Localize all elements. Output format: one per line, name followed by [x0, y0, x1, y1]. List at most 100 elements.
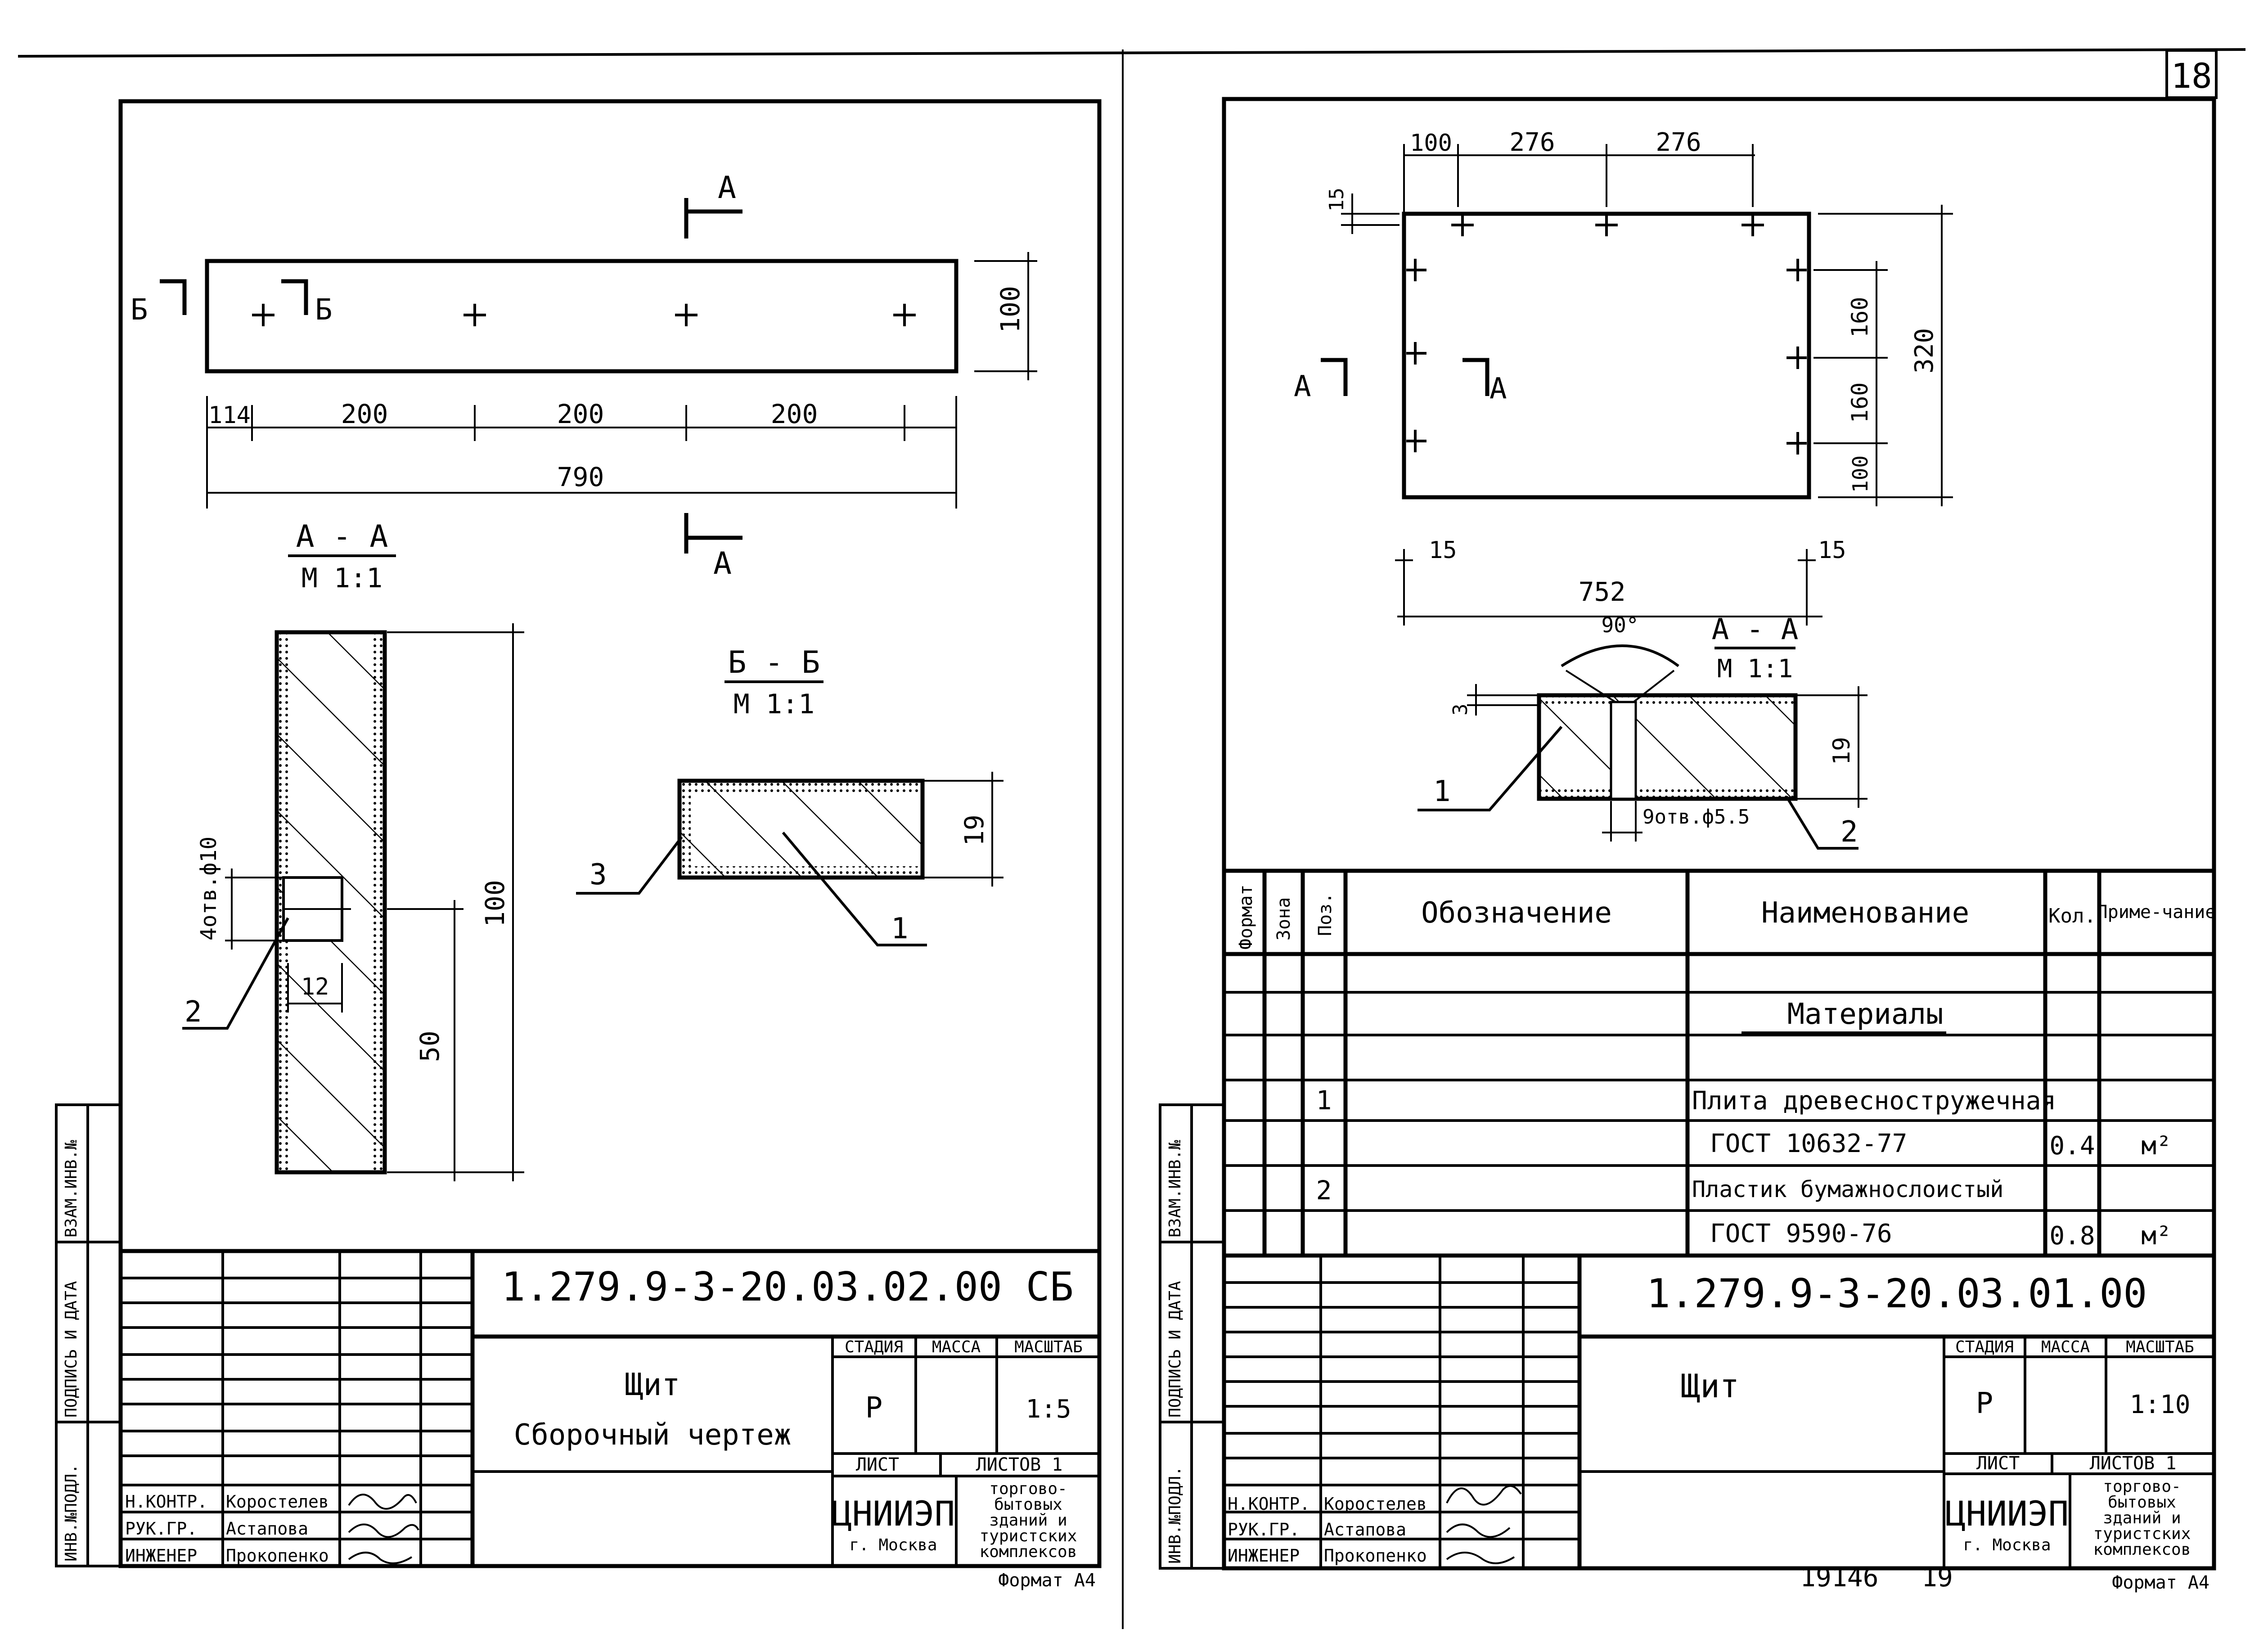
bottom-note-b: 19	[1922, 1562, 1953, 1593]
left-dept-4: туристских	[980, 1527, 1077, 1545]
right-dim-15l: 15	[1429, 537, 1457, 564]
right-dim-15: 15	[1325, 188, 1348, 212]
spec-hdr-qty: Кол.	[2048, 905, 2096, 927]
bottom-note-a: 19146	[1800, 1562, 1879, 1593]
spec-hdr-designation: Обозначение	[1421, 896, 1612, 930]
right-hdr-stage: СТАДИЯ	[1955, 1338, 2014, 1356]
right-aa-angle: 90°	[1601, 613, 1638, 637]
right-dept-1: торгово-	[2103, 1477, 2181, 1496]
left-name-person-1: Коростелев	[226, 1492, 329, 1512]
left-plan-view: A A Б Б 114 200 200 2	[130, 170, 1037, 581]
right-scale: 1:10	[2130, 1390, 2191, 1419]
spec-row2-note: м²	[2141, 1131, 2171, 1161]
spec-row3-pos: 2	[1316, 1175, 1332, 1206]
right-org: ЦНИИЭП	[1945, 1494, 2069, 1534]
right-plan-view: A A 100 276 276 15	[1294, 128, 1953, 626]
spec-hdr-format: Формат	[1236, 885, 1256, 950]
left-name-person-3: Прокопенко	[226, 1546, 329, 1566]
left-city: г. Москва	[849, 1536, 937, 1554]
spec-hdr-note: Приме-чание	[2097, 902, 2216, 923]
left-hdr-mass: МАССА	[932, 1338, 981, 1356]
spec-row2-qty: 0.4	[2049, 1131, 2095, 1161]
left-role-3: ИНЖЕНЕР	[125, 1546, 197, 1566]
left-stage: Р	[865, 1391, 883, 1425]
left-format: Формат А4	[998, 1570, 1096, 1591]
left-sheets-label: ЛИСТОВ 1	[976, 1454, 1063, 1475]
svg-text:M 1:1: M 1:1	[302, 563, 383, 594]
left-sheet: ИНВ.№ПОДЛ. ПОДПИСЬ И ДАТА ВЗАМ.ИНВ.№ A A…	[55, 99, 1102, 1591]
left-dept-1: торгово-	[989, 1480, 1067, 1498]
spec-section-title: Материалы	[1787, 998, 1944, 1031]
left-doc-code: 1.279.9-3-20.03.02.00 СБ	[501, 1264, 1074, 1310]
left-side-stamp: ИНВ.№ПОДЛ. ПОДПИСЬ И ДАТА ВЗАМ.ИНВ.№	[55, 1103, 122, 1567]
right-dim-100: 100	[1410, 130, 1452, 157]
right-aa-dim-19: 19	[1828, 737, 1855, 765]
left-cut-a-top: A	[718, 170, 736, 206]
page-number: 18	[2171, 56, 2212, 96]
left-bb-callout-3: 3	[590, 858, 607, 891]
right-dim-100v: 100	[1848, 455, 1872, 493]
left-cut-b-outer: Б	[130, 293, 148, 327]
left-scale: 1:5	[1026, 1395, 1071, 1424]
spec-row1-name: Плита древесностружечная	[1692, 1086, 2056, 1116]
left-sheet-label: ЛИСТ	[856, 1454, 899, 1475]
right-name-person-1: Коростелев	[1324, 1494, 1427, 1514]
right-doc-code: 1.279.9-3-20.03.01.00	[1647, 1270, 2147, 1317]
right-frame	[1222, 97, 2216, 1571]
page-number-box: 18	[2165, 49, 2218, 99]
right-role-2: РУК.ГР.	[1228, 1520, 1300, 1539]
right-sheet-label: ЛИСТ	[1976, 1453, 2020, 1474]
left-section-aa-title: A - A M 1:1	[288, 519, 396, 594]
left-dim-200b: 200	[557, 399, 604, 429]
right-dept-3: зданий и	[2103, 1509, 2181, 1527]
left-stamp-sign: ПОДПИСЬ И ДАТА	[62, 1281, 81, 1418]
left-name-person-2: Астапова	[226, 1519, 308, 1539]
svg-text:A - A: A - A	[1712, 613, 1799, 646]
left-stamp-inv: ИНВ.№ПОДЛ.	[62, 1464, 81, 1562]
right-format: Формат А4	[2112, 1572, 2210, 1593]
right-dim-276b: 276	[1656, 128, 1701, 157]
spec-row4-name: ГОСТ 9590-76	[1710, 1219, 1892, 1248]
right-spec-table: Формат Зона Поз. Обозначение Наименовани…	[1224, 869, 2216, 1257]
right-aa-callout-2: 2	[1840, 815, 1858, 849]
spec-row2-name: ГОСТ 10632-77	[1710, 1129, 1907, 1158]
right-cut-a-inner: A	[1490, 372, 1507, 405]
right-stamp-replace: ВЗАМ.ИНВ.№	[1166, 1140, 1184, 1238]
left-role-2: РУК.ГР.	[125, 1519, 197, 1539]
left-dept-3: зданий и	[989, 1511, 1067, 1530]
right-name-1: Щит	[1681, 1367, 1739, 1405]
top-rule	[18, 48, 2246, 58]
left-aa-dim-50: 50	[414, 1031, 445, 1062]
spec-hdr-zone: Зона	[1274, 897, 1294, 941]
right-aa-hole-note: 9отв.ф5.5	[1642, 806, 1750, 828]
svg-text:M 1:1: M 1:1	[1717, 654, 1793, 684]
left-section-bb: Б - Б M 1:1 19 3 1	[576, 645, 1004, 946]
left-dim-114: 114	[208, 402, 251, 429]
left-name-1: Щит	[625, 1367, 680, 1403]
right-aa-dim-3: 3	[1449, 704, 1472, 716]
right-name-person-2: Астапова	[1324, 1520, 1406, 1539]
right-role-3: ИНЖЕНЕР	[1228, 1546, 1300, 1566]
right-section-aa: A - A M 1:1 90° 3	[1418, 613, 1868, 850]
right-dim-160b: 160	[1847, 383, 1873, 423]
left-cut-a-bottom: A	[713, 546, 732, 581]
left-aa-dim-12: 12	[301, 973, 329, 1000]
spec-row1-pos: 1	[1316, 1085, 1332, 1116]
right-dim-320: 320	[1910, 328, 1939, 374]
right-hdr-mass: МАССА	[2041, 1338, 2090, 1356]
right-dim-276a: 276	[1509, 128, 1555, 157]
spec-row4-note: м²	[2141, 1221, 2171, 1251]
right-side-stamp: ИНВ.№ПОДЛ. ПОДПИСЬ И ДАТА ВЗАМ.ИНВ.№	[1159, 1103, 1225, 1570]
right-stage: Р	[1976, 1387, 1994, 1420]
right-stamp-inv: ИНВ.№ПОДЛ.	[1166, 1466, 1184, 1564]
left-dept-2: бытовых	[994, 1495, 1062, 1514]
right-role-1: Н.КОНТР.	[1228, 1494, 1310, 1514]
left-aa-hole-note: 4отв.ф10	[196, 837, 221, 941]
right-signatures	[1446, 1485, 1522, 1564]
left-dim-200c: 200	[771, 399, 818, 429]
spec-hdr-pos: Поз.	[1315, 893, 1336, 936]
left-dim-100: 100	[995, 286, 1026, 333]
left-cut-b-inner: Б	[315, 293, 333, 327]
svg-text:Б - Б: Б - Б	[728, 645, 820, 680]
